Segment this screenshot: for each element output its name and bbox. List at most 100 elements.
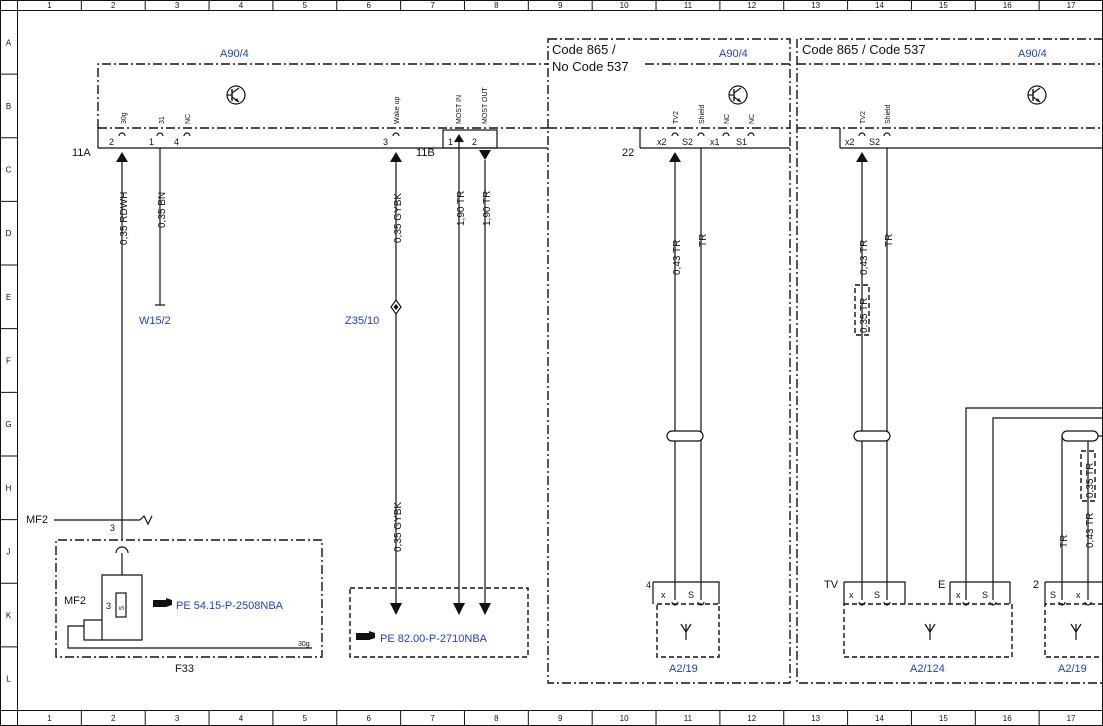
antenna-icon xyxy=(680,623,692,640)
column-label: 11 xyxy=(684,1,693,10)
module-a90-mid: Code 865 / No Code 537 A90/4 22 x2 S2 x1… xyxy=(547,38,791,684)
wire-label: 0,43 TR xyxy=(672,240,683,275)
pin-tv2: TV2 xyxy=(860,111,867,124)
module-label[interactable]: A90/4 xyxy=(1018,48,1047,60)
wire-label: 0,35 RDWH xyxy=(119,192,130,245)
label-f33: F33 xyxy=(175,663,194,675)
wire-most-in: 1,90 TR xyxy=(453,134,467,615)
component-z35-10[interactable]: Z35/10 xyxy=(345,315,379,327)
column-label: 9 xyxy=(558,714,563,723)
pin: x xyxy=(661,590,666,600)
column-label: 3 xyxy=(175,714,180,723)
wire-label: TR xyxy=(1059,535,1070,548)
pin: S xyxy=(982,590,988,600)
column-label: 16 xyxy=(1003,1,1012,10)
pin-label: TV xyxy=(824,579,839,591)
pin: S1 xyxy=(736,137,747,147)
pin: x2 xyxy=(657,137,667,147)
column-label: 8 xyxy=(494,1,499,10)
pin: x1 xyxy=(710,137,720,147)
column-label: 6 xyxy=(366,714,371,723)
wire-rdwh: 0,35 RDWH xyxy=(116,152,130,515)
pin-nc: NC xyxy=(724,114,731,124)
column-label: 15 xyxy=(939,714,948,723)
column-ticks xyxy=(17,0,1103,726)
pin-31: 31 xyxy=(159,116,166,124)
twisted-pair-marker xyxy=(1061,430,1099,442)
pin-number: 4 xyxy=(646,580,651,590)
column-label: 10 xyxy=(620,1,629,10)
pin-wake-up: Wake up xyxy=(394,97,401,124)
pin: S2 xyxy=(682,137,693,147)
antenna-icon xyxy=(1070,623,1082,640)
transistor-icon xyxy=(1027,85,1047,105)
pin: S xyxy=(688,590,694,600)
component-a2-19[interactable]: A2/19 xyxy=(669,663,698,675)
code-label: Code 865 / Code 537 xyxy=(802,42,926,57)
column-label: 9 xyxy=(558,1,563,10)
connector-22: 22 xyxy=(622,147,634,159)
column-label: 3 xyxy=(175,1,180,10)
column-label: 13 xyxy=(811,1,820,10)
pin-shield: Shield xyxy=(699,104,706,124)
row-label: F xyxy=(6,357,11,366)
transistor-icon xyxy=(226,85,246,105)
module-label[interactable]: A90/4 xyxy=(719,48,748,60)
column-label: 4 xyxy=(239,714,244,723)
row-label: G xyxy=(5,420,11,429)
transistor-icon xyxy=(728,85,748,105)
pin: S xyxy=(1050,590,1056,600)
reference-hand-icon xyxy=(356,631,375,640)
reference-box-pe82: PE 82.00-P-2710NBA xyxy=(349,587,529,658)
pin-caps xyxy=(118,132,400,137)
column-label: 12 xyxy=(747,714,756,723)
row-label: E xyxy=(6,293,11,302)
wire-most-out: 1,90 TR xyxy=(479,150,493,615)
fuse-box-f33: MF2 3 3 5 30g MF2 PE 54.15-P-2508NBA F33 xyxy=(26,514,323,675)
column-label: 13 xyxy=(811,714,820,723)
column-label: 16 xyxy=(1003,714,1012,723)
pin-30g: 30g xyxy=(298,641,310,648)
component-a2-19-right[interactable]: A2/19 xyxy=(1058,663,1087,675)
column-label: 10 xyxy=(620,714,629,723)
pin-number: 3 xyxy=(110,523,115,533)
fuse-value: 5 xyxy=(119,606,126,610)
wire-bn: 0,35 BN W15/2 xyxy=(139,148,171,327)
pin-tv2: TV2 xyxy=(673,111,680,124)
wire-label: 0,35 TR xyxy=(1085,463,1096,498)
row-ticks xyxy=(0,10,18,711)
reference-pe-82[interactable]: PE 82.00-P-2710NBA xyxy=(380,633,488,645)
pin-number: 3 xyxy=(106,601,111,611)
wire-label: 0,35 TR xyxy=(859,298,870,333)
reference-pe-54[interactable]: PE 54.15-P-2508NBA xyxy=(176,600,284,612)
pin-shield: Shield xyxy=(885,104,892,124)
column-label: 15 xyxy=(939,1,948,10)
pin-number: 2 xyxy=(109,137,114,147)
row-label: C xyxy=(6,166,12,175)
code-label: No Code 537 xyxy=(552,59,629,74)
module-label[interactable]: A90/4 xyxy=(220,48,249,60)
column-label: 12 xyxy=(747,1,756,10)
row-label: D xyxy=(6,229,12,238)
column-label: 1 xyxy=(47,714,52,723)
column-label: 11 xyxy=(684,714,693,723)
row-label: J xyxy=(7,547,11,556)
module-a90-right: Code 865 / Code 537 A90/4 x2 S2 TV2 Shie… xyxy=(671,38,1103,684)
wire-label: 0,35 GYBK xyxy=(393,502,404,552)
column-label: 5 xyxy=(303,1,308,10)
wire-label: 1,90 TR xyxy=(456,191,467,226)
row-label: B xyxy=(6,102,11,111)
pin-30g: 30g xyxy=(121,112,128,124)
antenna-icon xyxy=(924,623,936,640)
pin: x2 xyxy=(845,137,855,147)
pin-number: 1 xyxy=(149,137,154,147)
code-label: Code 865 / xyxy=(552,42,616,57)
component-a2-124[interactable]: A2/124 xyxy=(910,663,945,675)
connector-11a: 11A xyxy=(72,147,91,159)
component-w15-2[interactable]: W15/2 xyxy=(139,315,171,327)
label-mf2: MF2 xyxy=(26,514,48,526)
wire-label: 0,43 TR xyxy=(859,240,870,275)
